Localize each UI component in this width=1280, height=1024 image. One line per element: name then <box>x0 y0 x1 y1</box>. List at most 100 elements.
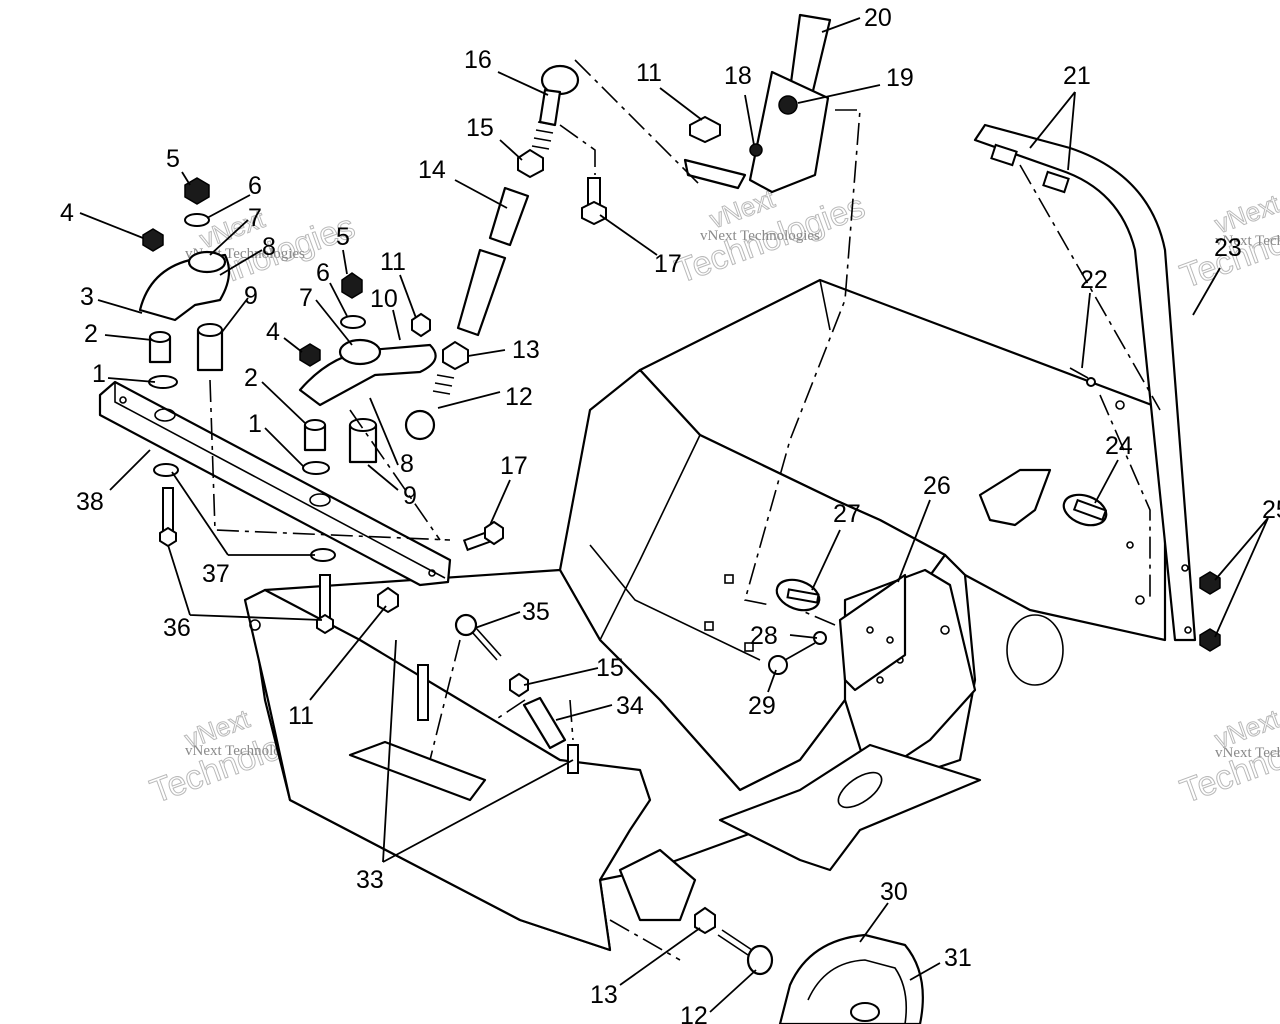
bulkhead-hole <box>1006 614 1064 686</box>
bushing-top <box>304 419 326 431</box>
leader <box>499 139 523 161</box>
bulkhead-slot <box>837 771 883 809</box>
callout-20: 20 <box>864 4 892 32</box>
nut-11 <box>689 115 721 144</box>
callout-13: 13 <box>590 981 618 1009</box>
nut-25 <box>1199 571 1221 595</box>
pin-22-head <box>1086 377 1096 387</box>
bulkhead-hole <box>724 574 734 584</box>
spacer-top <box>197 323 223 337</box>
fold-line <box>599 434 701 641</box>
bulkhead-hole <box>1126 541 1134 549</box>
bolt-36-head <box>316 613 334 635</box>
callout-2: 2 <box>244 364 258 392</box>
washer-1 <box>302 461 330 475</box>
bulkhead-hole <box>940 625 950 635</box>
leader <box>497 71 549 96</box>
bottom-hardware <box>694 906 924 1024</box>
right-mount-tab <box>978 468 1052 527</box>
leader-lines <box>79 17 1269 1013</box>
rod-end-thread <box>471 627 502 661</box>
leader <box>821 17 861 33</box>
watermark: vNext Technologies <box>1175 188 1280 297</box>
leader <box>1081 292 1091 369</box>
handle-hole <box>1184 626 1192 634</box>
bolt-17-upper <box>581 177 607 226</box>
bulkhead-hole <box>249 619 261 631</box>
leader <box>206 194 251 219</box>
steering-arm-center <box>298 272 437 475</box>
leader <box>79 212 144 239</box>
leader <box>342 249 348 275</box>
callout-27: 27 <box>833 500 861 528</box>
nut-25 <box>1199 628 1221 652</box>
leader <box>1192 267 1221 316</box>
centerlines <box>209 59 1161 961</box>
nut-19 <box>778 95 798 115</box>
leader <box>209 219 249 256</box>
leader <box>897 499 931 583</box>
steering-arm-left <box>138 177 231 389</box>
callout-4: 4 <box>60 199 74 227</box>
leader <box>264 427 304 467</box>
nut-5 <box>184 177 210 205</box>
callout-37: 37 <box>202 560 230 588</box>
steering-tab <box>683 158 747 190</box>
leader <box>219 249 263 276</box>
callout-28: 28 <box>750 622 778 650</box>
leader <box>392 309 401 341</box>
rod-end-shank <box>538 88 562 127</box>
nut-11 <box>377 586 399 614</box>
bulkhead-hole <box>704 621 714 631</box>
leader <box>1029 91 1076 171</box>
callout-29: 29 <box>748 692 776 720</box>
steering-column <box>683 13 832 194</box>
callout-16: 16 <box>464 46 492 74</box>
rod-end-12 <box>404 409 436 441</box>
nut-5 <box>341 272 363 299</box>
callout-38: 38 <box>76 488 104 516</box>
watermark-text: vNext Technologies <box>1215 745 1280 761</box>
callout-5: 5 <box>336 223 350 251</box>
screw-29 <box>784 642 816 661</box>
leader <box>382 639 574 863</box>
callout-6: 6 <box>316 259 330 287</box>
bolt-27 <box>786 588 820 604</box>
jam-nut-15 <box>509 672 529 698</box>
leader <box>107 377 156 383</box>
centerline <box>743 109 861 606</box>
boot-31 <box>807 959 908 1024</box>
handle-bar <box>973 123 1197 642</box>
leader <box>619 927 701 986</box>
bolt-head <box>581 200 607 226</box>
bar-hole <box>309 493 331 507</box>
bulkhead-hole <box>1135 595 1145 605</box>
watermark-text: vNext Technologies <box>185 743 305 759</box>
leader <box>283 337 303 353</box>
bulkhead-hole <box>1115 400 1125 410</box>
nut-4 <box>299 343 321 367</box>
leader <box>474 611 521 629</box>
cross-bar <box>98 380 452 587</box>
callout-12: 12 <box>680 1002 708 1024</box>
handle-clamp <box>1042 170 1070 194</box>
handle-hole <box>1181 564 1189 572</box>
rod-end-35 <box>454 613 478 637</box>
steering-bracket <box>748 70 830 194</box>
callout-17: 17 <box>654 250 682 278</box>
boot-center <box>850 1002 880 1022</box>
leader <box>467 349 506 357</box>
leader <box>709 969 757 1013</box>
bushing-top <box>149 331 171 343</box>
bolt-36-head <box>159 526 177 548</box>
leader <box>659 87 703 121</box>
centerline <box>569 699 574 741</box>
bolt-36-shank <box>319 574 331 621</box>
leader <box>523 667 599 686</box>
thread <box>531 121 556 150</box>
leader <box>744 94 755 146</box>
leader <box>797 84 881 104</box>
spacer-top <box>349 418 377 432</box>
stud-33 <box>417 664 429 721</box>
leader <box>1214 517 1269 638</box>
